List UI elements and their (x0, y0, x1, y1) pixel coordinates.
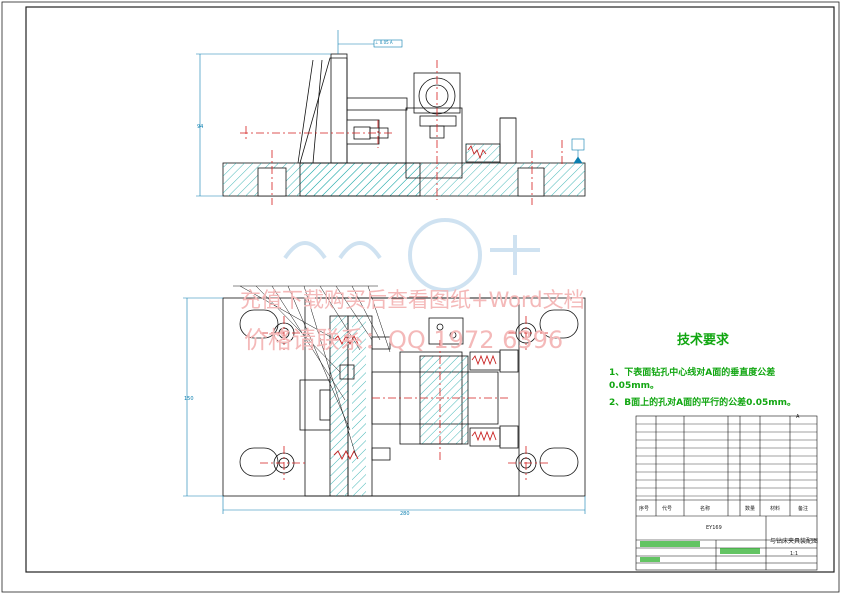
title-block-mid-label: EY169 (706, 525, 722, 531)
plan-height-dim: 150 (184, 396, 194, 402)
inner-border (25, 6, 835, 573)
tech-requirement-2: 2、B面上的孔对A面的平行的公差0.05mm。 (609, 398, 797, 408)
front-view (222, 53, 586, 197)
title-block (635, 415, 818, 571)
plan-view-parts (333, 145, 497, 461)
tech-requirements-title: 技术要求 (677, 333, 730, 348)
watermark-line-2: 价格请联系：QQ 1972 6396 (244, 326, 564, 354)
tolerance-note: ⊥ 0.05 A (375, 40, 393, 45)
parts-list-rows (636, 423, 817, 497)
plan-view-dimensions (183, 297, 586, 514)
col-qty: 数量 (745, 506, 756, 512)
tech-requirement-1b: 0.05mm。 (609, 381, 659, 391)
part-leaders (233, 285, 391, 457)
title-block-green-cells (640, 541, 760, 562)
plan-view (222, 297, 586, 497)
datum-label: A (796, 414, 800, 420)
col-name: 名称 (700, 506, 711, 512)
col-seq: 序号 (639, 506, 650, 512)
front-height-dim: 94 (197, 124, 203, 130)
logo-watermark (283, 218, 540, 292)
front-view-dimensions (196, 30, 585, 197)
col-code: 代号 (662, 506, 673, 512)
drawing-scale: 1:1 (790, 551, 799, 557)
col-remark: 备注 (798, 506, 809, 512)
support-plate (299, 57, 348, 164)
plan-width-dim: 280 (400, 511, 410, 517)
tech-requirement-1a: 1、下表面钻孔中心线对A面的垂直度公差 (609, 368, 776, 378)
watermark-line-1: 充值下载购买后查看图纸+Word文档 (240, 288, 585, 312)
front-view-centerlines (240, 60, 563, 205)
col-material: 材料 (770, 506, 781, 512)
drawing-name: 与钻床夹具装配图 (770, 538, 819, 545)
plan-view-centerlines (260, 316, 548, 480)
